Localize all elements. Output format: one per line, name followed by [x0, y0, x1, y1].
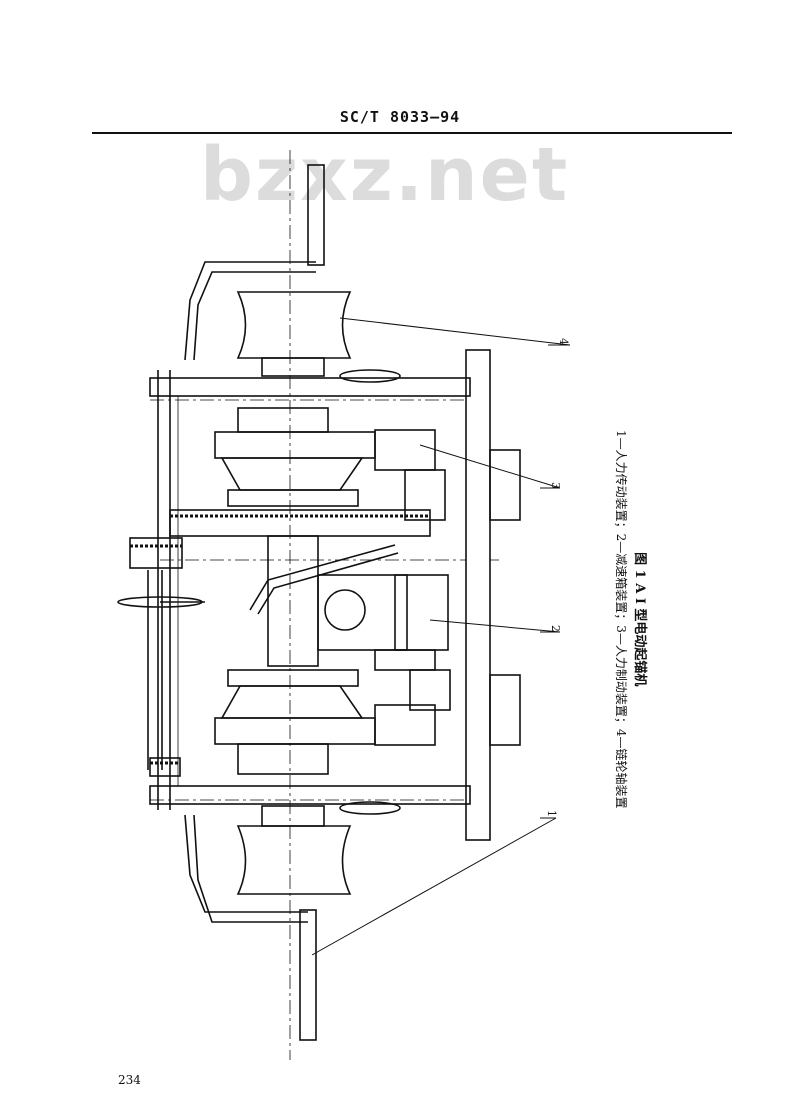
- header-rule: [92, 132, 732, 134]
- figure-legend: 1—人力传动装置；2—减速箱装置；3—人力制动装置；4—链轮轴装置: [614, 430, 628, 809]
- callout-4: 4: [557, 338, 570, 345]
- figure-title: 图 1 A I 型电动起锚机: [632, 552, 647, 687]
- figure-caption: 图 1 A I 型电动起锚机 1—人力传动装置；2—减速箱装置；3—人力制动装置…: [612, 430, 648, 809]
- callout-3: 3: [549, 482, 562, 489]
- callout-2: 2: [549, 625, 562, 632]
- page-number: 234: [118, 1073, 141, 1087]
- document-header: SC/T 8033—94: [339, 108, 461, 126]
- watermark: bzxz.net: [200, 132, 570, 218]
- callout-1: 1: [545, 810, 558, 817]
